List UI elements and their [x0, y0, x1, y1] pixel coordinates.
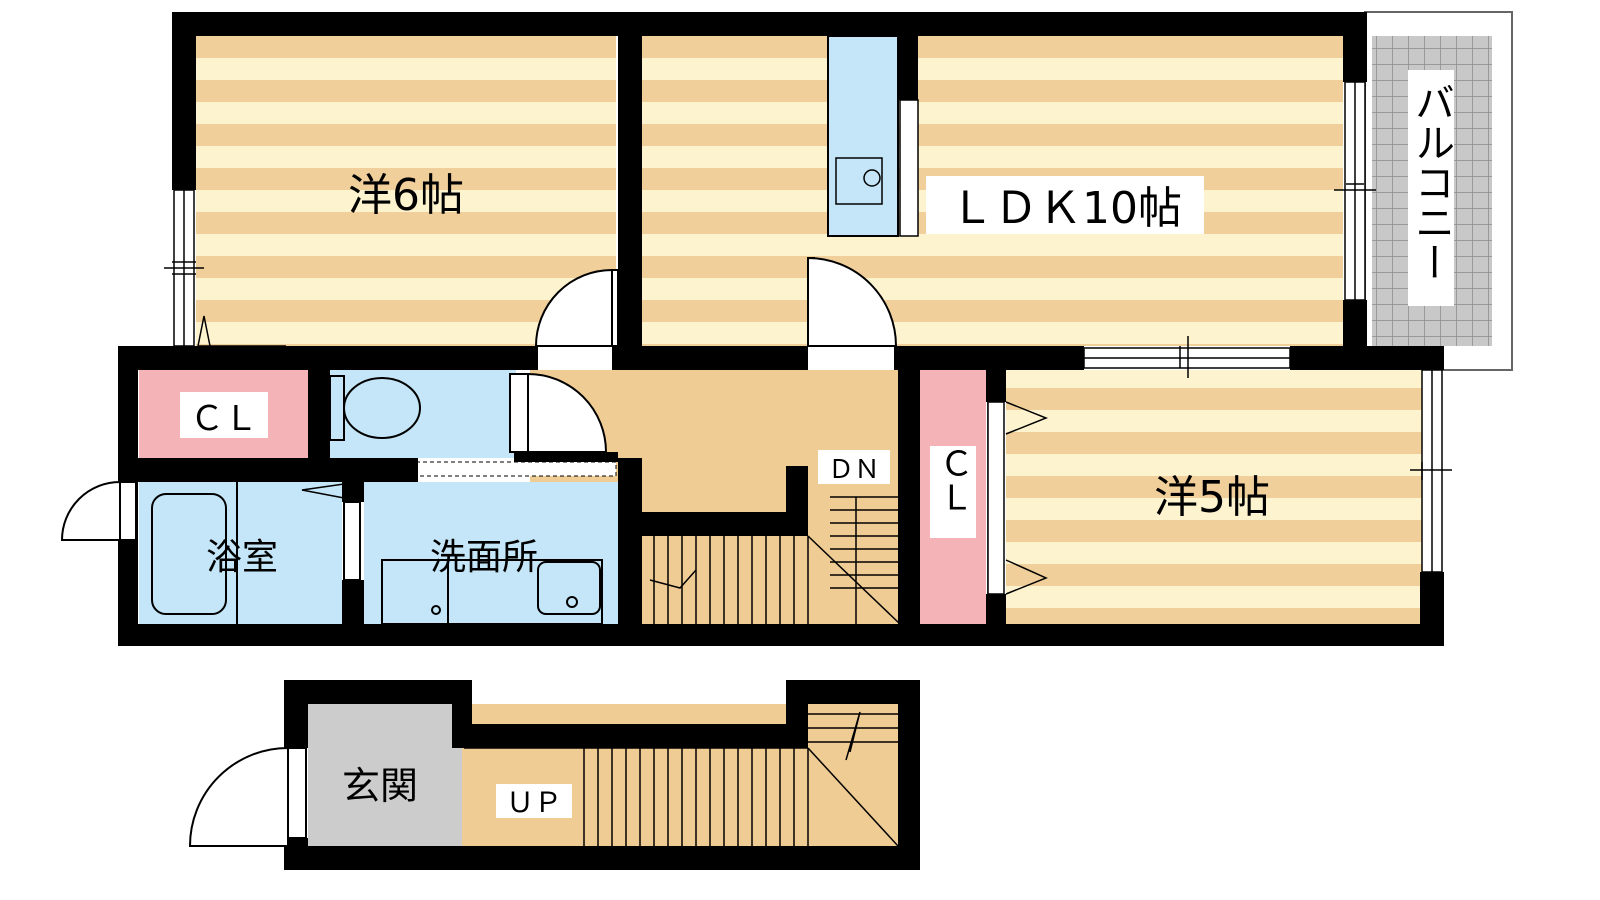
entrance-floor: [308, 704, 462, 846]
up-label-bg: [496, 784, 572, 818]
stairs-down-label: ＤＮ: [828, 455, 880, 485]
washroom-floor: [364, 482, 618, 624]
bath-label: 浴室: [206, 537, 278, 578]
balcony-label: バルコニー: [1408, 82, 1454, 282]
entrance-label: 玄関: [342, 764, 418, 808]
stairs-down: [649, 496, 901, 625]
kitchen-sink-icon: [827, 35, 919, 237]
room-western5-floor: [1006, 370, 1422, 624]
bathtub-icon: [151, 482, 238, 624]
balcony: [1364, 11, 1513, 371]
room-ldk-label: ＬＤＫ10帖: [950, 183, 1182, 234]
door-swing-icon: [60, 256, 898, 847]
closet-right-label: ＣＬ: [933, 446, 973, 514]
closet-right-door: [987, 401, 1005, 595]
washroom-label: 洗面所: [430, 537, 538, 578]
bath-floor: [139, 482, 342, 624]
closet-left-label: ＣＬ: [190, 399, 258, 439]
stairs-up-label: ＵＰ: [506, 786, 562, 819]
closet-left-label-bg: [180, 392, 268, 438]
room-western6-label: 洋6帖: [348, 170, 464, 221]
room-western5-label: 洋5帖: [1154, 472, 1270, 523]
ldk-label-bg: [926, 176, 1204, 234]
room-western6-floor: [196, 36, 616, 346]
window-icon: [164, 81, 1452, 573]
dn-label-bg: [818, 450, 890, 484]
closet-right-label-bg: [930, 446, 976, 538]
walls: [118, 12, 1444, 870]
washroom-shelf: [415, 461, 617, 477]
toilet-room-floor: [330, 370, 516, 458]
